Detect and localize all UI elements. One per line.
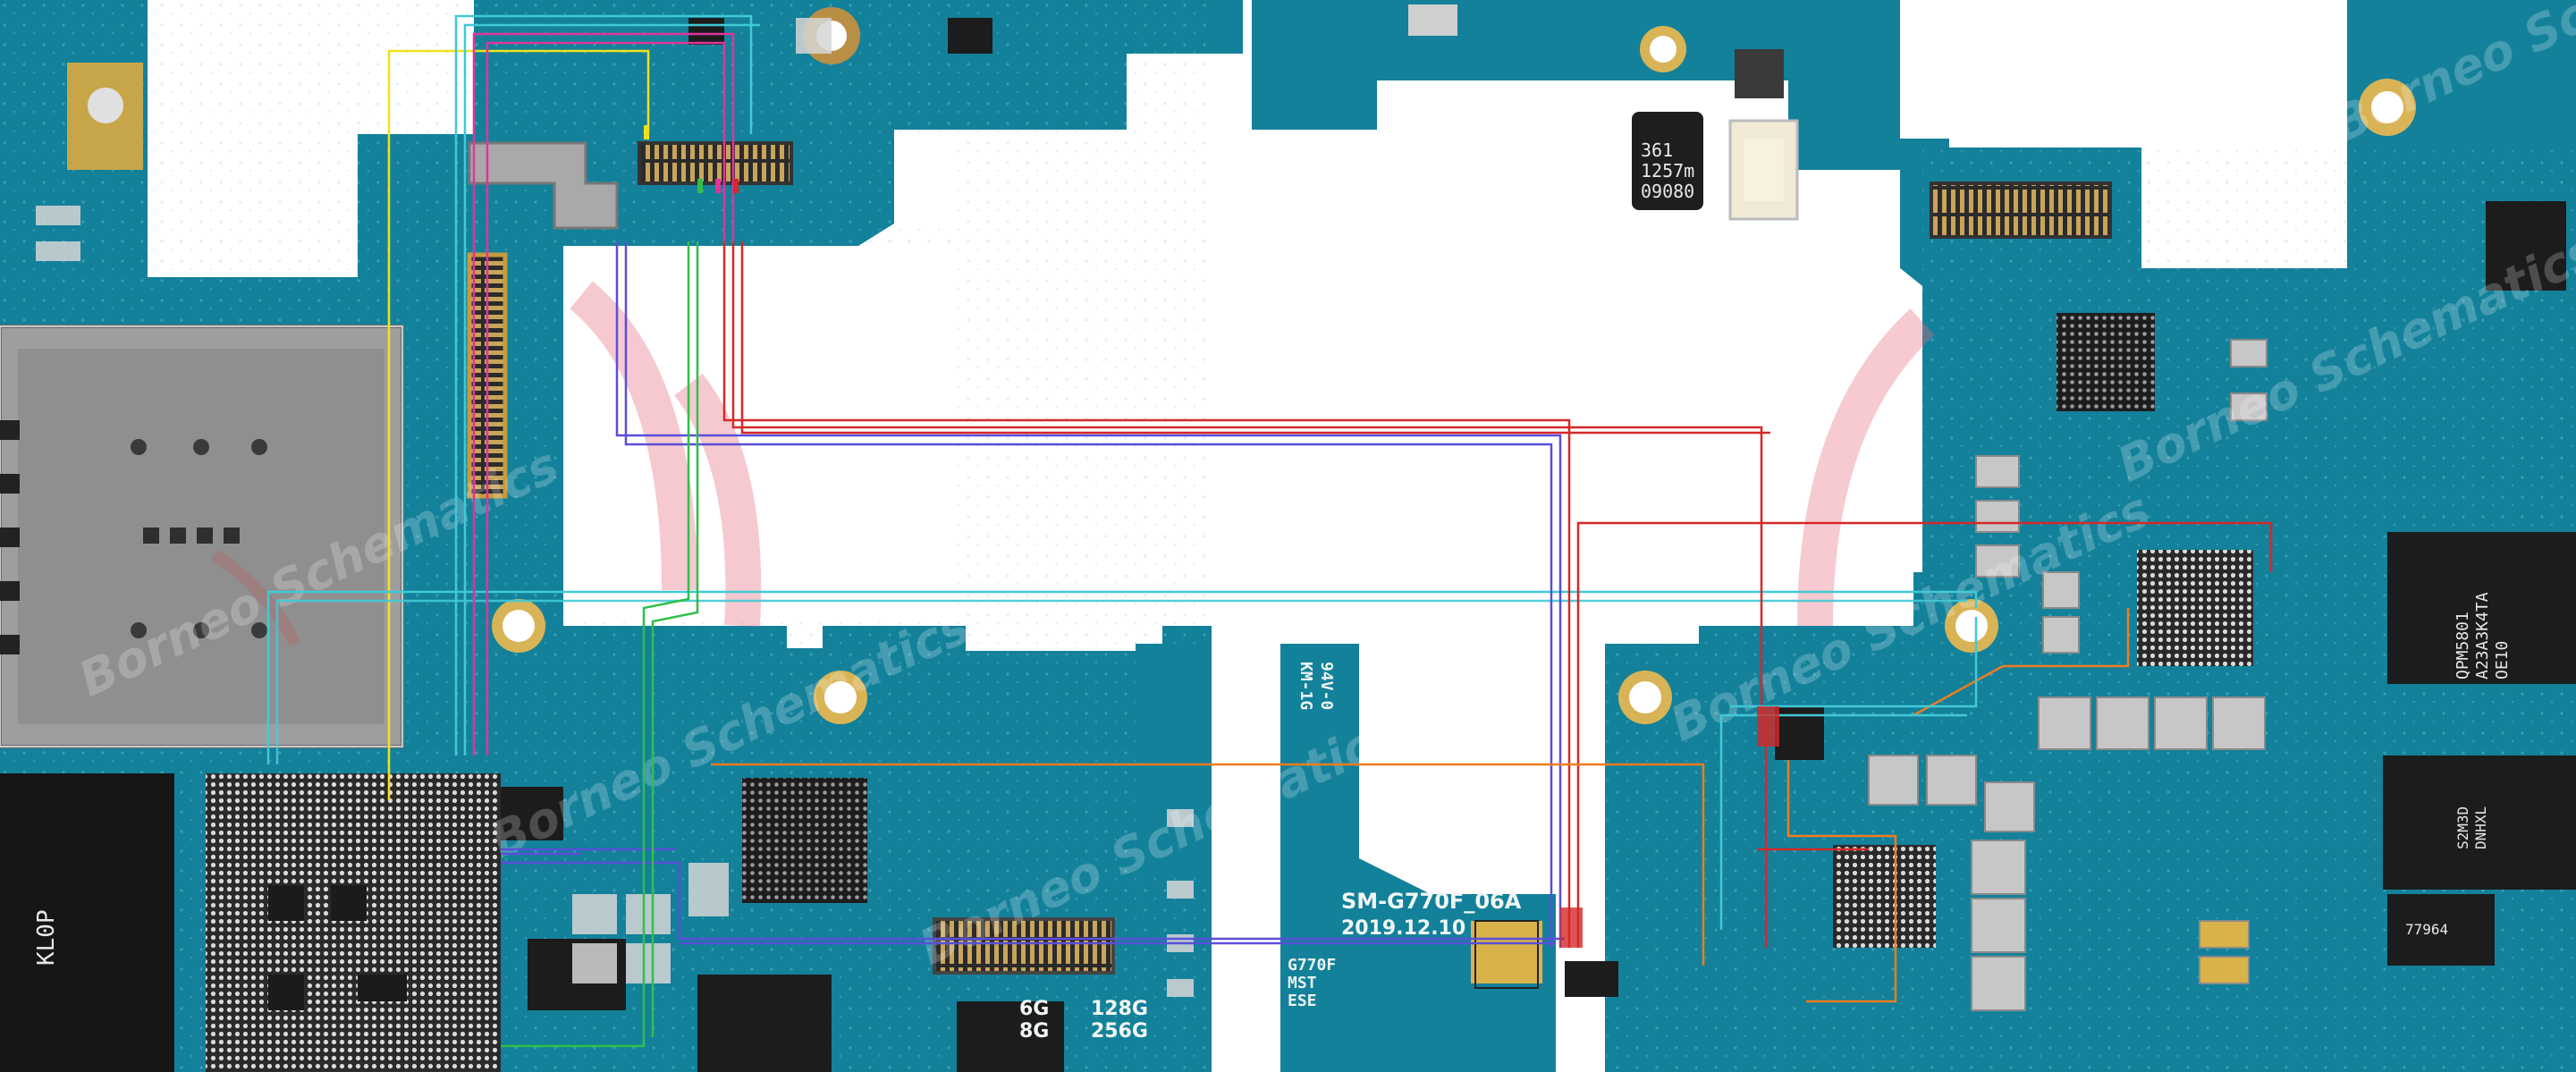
camera-chip-line-2: 1257m: [1641, 160, 1694, 181]
flex-marking-b: KM-1G: [1296, 662, 1315, 710]
rfic-line-1: QPM5801: [2454, 612, 2472, 679]
small-chip-line-1: S2M3D: [2454, 806, 2471, 849]
right-cutout: [1377, 80, 1922, 644]
variant-marking: G770F MST ESE: [1288, 956, 1346, 1010]
date-marking: 2019.12.10: [1341, 917, 1465, 940]
trace-endpoints: [644, 125, 1779, 948]
signal-traces: [266, 14, 2273, 1048]
mount-holes: [67, 7, 2416, 724]
camera-chip-line-1: 361: [1641, 139, 1673, 161]
variant-line-1: G770F: [1288, 956, 1336, 975]
watermark-arcs: [570, 281, 1935, 628]
rfic-line-2: A23A3K4TA: [2473, 592, 2492, 679]
rfic-text: QPM5801 A23A3K4TA OE10: [2454, 583, 2512, 679]
soc-bga: [206, 773, 501, 1072]
memory-left-6g: 6G: [1019, 998, 1049, 1020]
variant-line-2: MST: [1288, 974, 1317, 992]
right-passives: [1868, 339, 2268, 1011]
small-chip-text: S2M3D DNHXL: [2454, 798, 2489, 849]
top-fpc-connector: [638, 141, 793, 185]
rfic-line-3: OE10: [2493, 641, 2512, 679]
sim-tray: [0, 325, 404, 748]
memory-left-8g: 8G: [1019, 1020, 1049, 1042]
small-chip-b: 77964: [2405, 921, 2448, 938]
camera-chip-line-3: 09080: [1641, 181, 1694, 202]
variant-line-3: ESE: [1288, 992, 1317, 1010]
sdm-marking: KL0P: [33, 909, 60, 966]
flex-marking-a: 94V-0: [1317, 662, 1336, 710]
bottom-fpc-connector: [933, 917, 1115, 975]
memory-right-256g: 256G: [1091, 1020, 1148, 1042]
model-marking: SM-G770F_06A: [1341, 889, 1522, 914]
memory-chip: [0, 773, 174, 1072]
camera-chip-text: 361 1257m 09080: [1641, 139, 1705, 202]
right-top-components: [1408, 4, 2576, 997]
small-chip-line-2: DNHXL: [2472, 806, 2489, 849]
memory-right-128g: 128G: [1091, 998, 1148, 1020]
